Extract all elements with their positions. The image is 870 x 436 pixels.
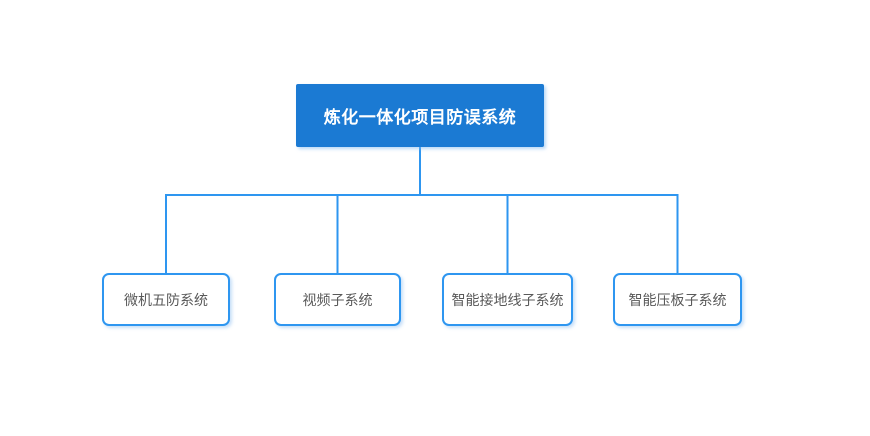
root-node[interactable]: 炼化一体化项目防误系统	[296, 84, 544, 147]
child-node-video[interactable]: 视频子系统	[274, 273, 401, 326]
child-node-wjwf[interactable]: 微机五防系统	[102, 273, 230, 326]
child-node-label: 视频子系统	[302, 291, 373, 308]
child-node-label: 智能接地线子系统	[451, 291, 564, 308]
child-node-plate[interactable]: 智能压板子系统	[613, 273, 742, 326]
child-node-label: 智能压板子系统	[628, 291, 727, 308]
child-node-label: 微机五防系统	[124, 291, 208, 308]
root-node-label: 炼化一体化项目防误系统	[323, 108, 517, 127]
child-node-grounding[interactable]: 智能接地线子系统	[442, 273, 573, 326]
